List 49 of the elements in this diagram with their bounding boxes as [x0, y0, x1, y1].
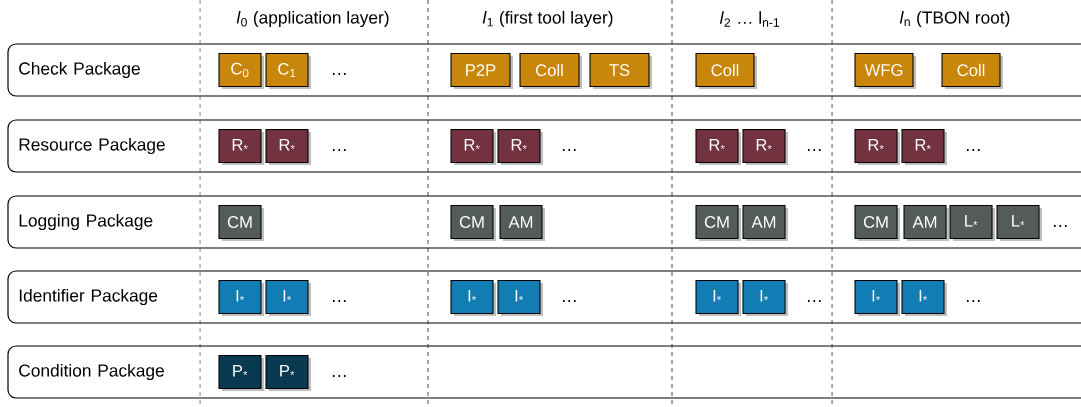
- component-box: R$_{*}$: [218, 128, 264, 165]
- column-heading: l$_{0}$ (application layer): [236, 10, 389, 28]
- component-box: AM: [742, 204, 788, 241]
- ellipsis: …: [562, 149, 576, 151]
- ellipsis: …: [562, 300, 576, 302]
- component-box: I$_{*}$: [265, 279, 311, 316]
- component-box: I$_{*}$: [497, 279, 543, 316]
- component-box: Coll: [941, 52, 1003, 89]
- ellipsis: …: [807, 300, 821, 302]
- ellipsis: …: [966, 300, 980, 302]
- component-box: TS: [589, 52, 652, 89]
- ellipsis: …: [332, 300, 346, 302]
- component-box: WFG: [854, 52, 916, 89]
- component-box: CM: [218, 204, 264, 241]
- component-box: CM: [854, 204, 900, 241]
- column-heading: l$_{2}$ … l$_{n-1}$: [719, 11, 780, 27]
- component-box: R$_{*}$: [450, 128, 496, 165]
- component-box: I$_{*}$: [742, 279, 788, 316]
- component-box: R$_{*}$: [497, 128, 543, 165]
- component-box: AM: [903, 204, 949, 241]
- ellipsis: …: [332, 73, 346, 75]
- component-box: P$_{*}$: [218, 354, 264, 391]
- component-box: R$_{*}$: [901, 128, 947, 165]
- component-box: L$_{*}$: [949, 204, 995, 241]
- component-box: P$_{*}$: [265, 354, 311, 391]
- component-box: L$_{*}$: [996, 204, 1042, 241]
- component-box: I$_{*}$: [695, 279, 741, 316]
- component-box: CM: [450, 204, 496, 241]
- component-box: AM: [499, 204, 545, 241]
- column-heading: l$_{n}$ (TBON root): [899, 10, 1010, 28]
- ellipsis: …: [807, 149, 821, 151]
- component-box: I$_{*}$: [854, 279, 900, 316]
- component-box: R$_{*}$: [265, 128, 311, 165]
- component-box: Coll: [695, 52, 757, 89]
- component-box: P2P: [450, 52, 513, 89]
- column-heading: l$_{1}$ (first tool layer): [482, 10, 613, 28]
- component-box: R$_{*}$: [695, 128, 741, 165]
- component-box: R$_{*}$: [742, 128, 788, 165]
- component-box: I$_{*}$: [218, 279, 264, 316]
- ellipsis: …: [332, 375, 346, 377]
- ellipsis: …: [966, 149, 980, 151]
- component-box: I$_{*}$: [901, 279, 947, 316]
- component-box: R$_{*}$: [854, 128, 900, 165]
- ellipsis: …: [332, 149, 346, 151]
- component-box: C$_{0}$: [218, 52, 264, 89]
- component-box: Coll: [519, 52, 582, 89]
- component-box: C$_{1}$: [265, 52, 311, 89]
- component-box: CM: [695, 204, 741, 241]
- component-box: I$_{*}$: [450, 279, 496, 316]
